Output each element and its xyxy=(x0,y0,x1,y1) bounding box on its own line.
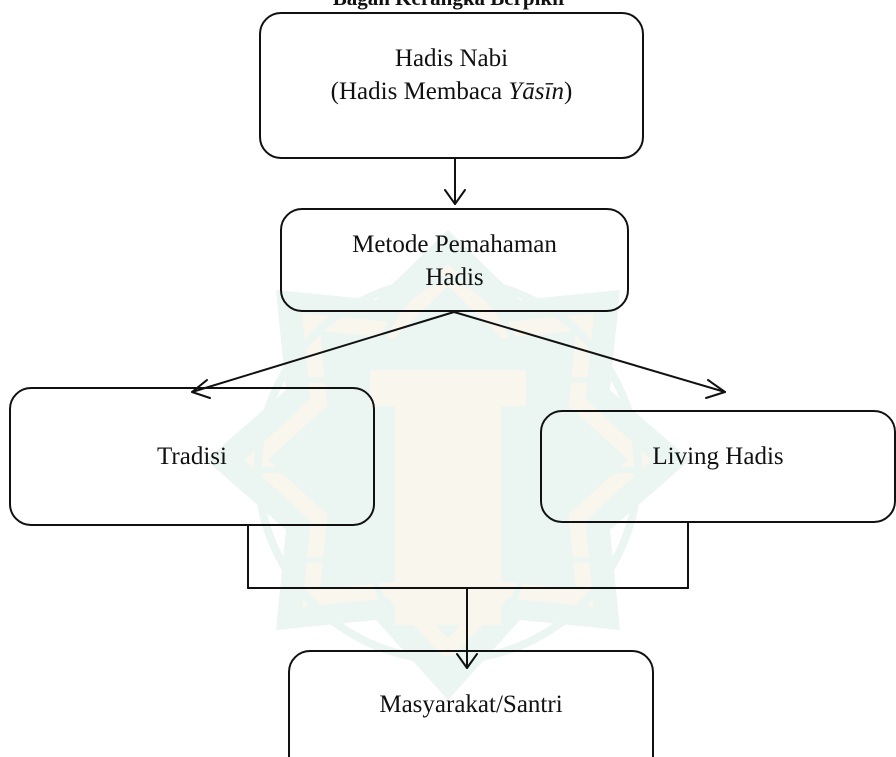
node-hadis-nabi: Hadis Nabi (Hadis Membaca Yāsīn) xyxy=(259,12,644,159)
watermark-globe xyxy=(254,276,642,664)
node-masyarakat-label: Masyarakat/Santri xyxy=(379,691,563,718)
node-hadis-nabi-line2-suffix: ) xyxy=(563,78,573,105)
edge-metode-to-tradisi xyxy=(191,311,455,393)
edge-metode-to-living xyxy=(453,311,726,393)
arrowhead-metode xyxy=(444,189,466,205)
node-masyarakat-santri: Masyarakat/Santri xyxy=(288,650,654,757)
diagram-title: Bagan Kerangka Berpikir xyxy=(270,0,630,11)
node-hadis-nabi-line2: (Hadis Membaca Yāsīn) xyxy=(331,75,573,108)
arrowhead-masyarakat xyxy=(456,653,478,669)
watermark-globe-meridian xyxy=(355,277,541,663)
watermark-star xyxy=(206,230,690,700)
watermark-tower-roof xyxy=(370,370,526,406)
node-metode-pemahaman: Metode Pemahaman Hadis xyxy=(280,208,629,312)
node-tradisi-label: Tradisi xyxy=(157,443,227,470)
node-living-hadis: Living Hadis xyxy=(540,410,896,523)
node-hadis-nabi-line2-prefix: (Hadis Membaca xyxy=(330,78,509,105)
node-metode-line1: Metode Pemahaman xyxy=(352,231,557,258)
arrowhead-living xyxy=(705,379,726,399)
node-hadis-nabi-line1: Hadis Nabi xyxy=(394,45,509,72)
watermark-tower xyxy=(395,395,501,625)
node-tradisi: Tradisi xyxy=(9,387,375,526)
node-hadis-nabi-yasin: Yāsīn xyxy=(508,78,564,105)
node-metode-line2: Hadis xyxy=(425,264,484,291)
node-living-label: Living Hadis xyxy=(652,443,784,470)
arrowhead-tradisi xyxy=(191,379,211,399)
